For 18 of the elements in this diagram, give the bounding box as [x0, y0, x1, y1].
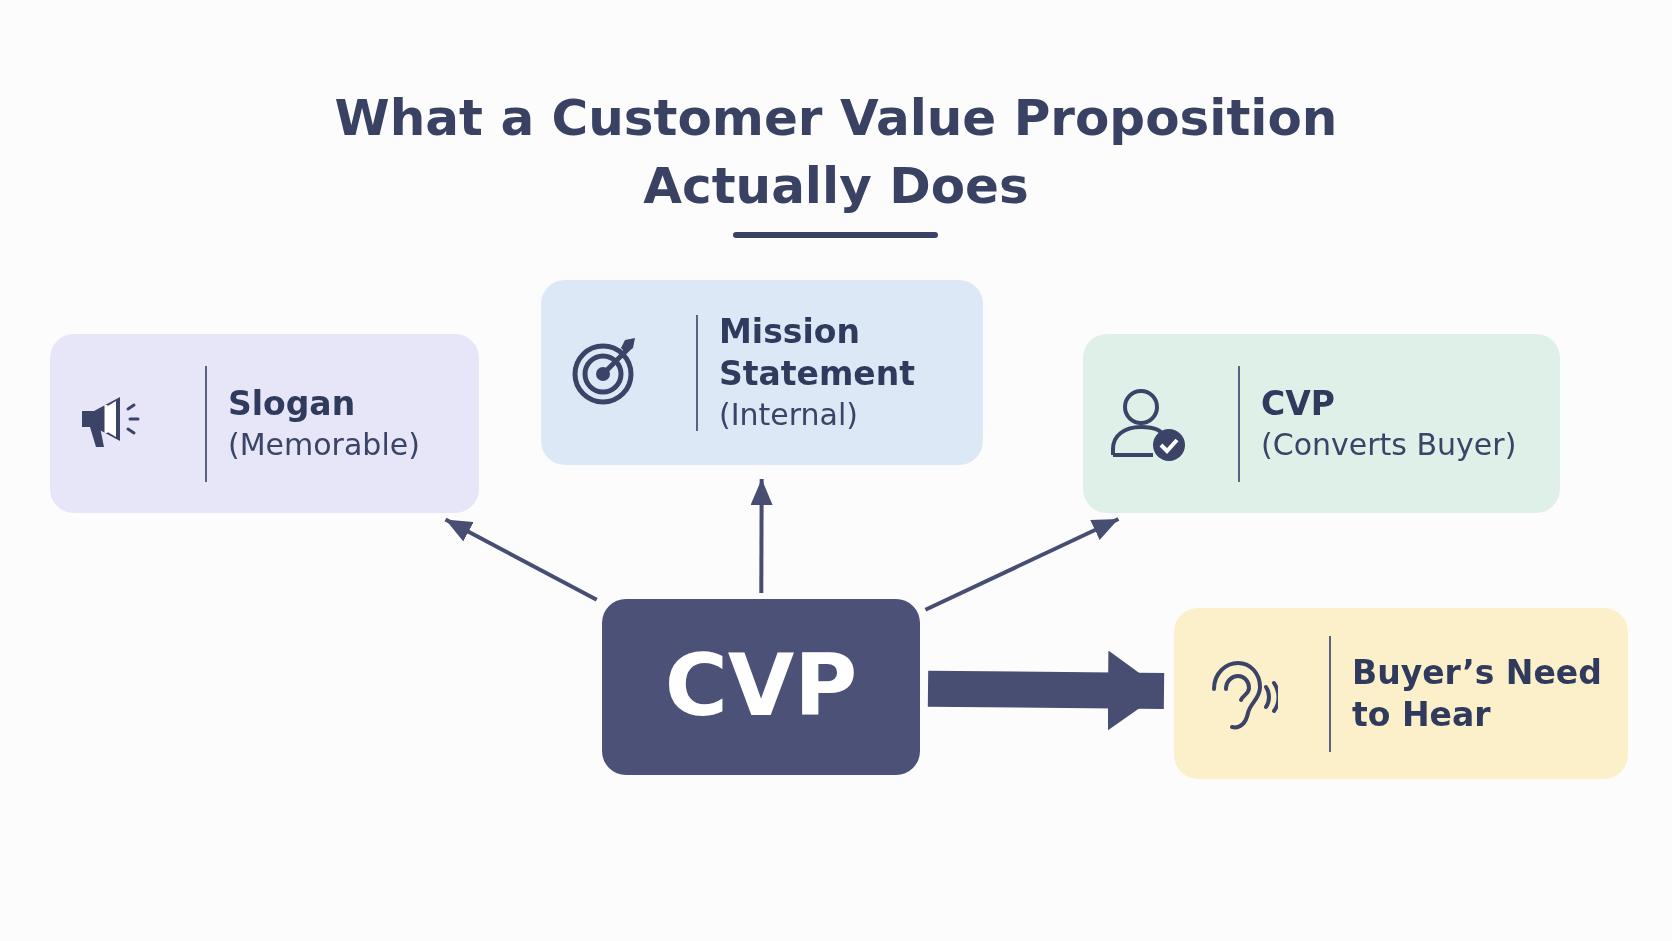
concept-card [50, 334, 479, 513]
card-subtitle: (Converts Buyer) [1261, 425, 1518, 464]
card-heading: Mission Statement [719, 310, 916, 395]
concept-card [1083, 334, 1560, 513]
node-label: CVP [663, 635, 859, 735]
arrow [444, 517, 598, 602]
title: What a Customer Value Proposition Actually Does [333, 88, 1339, 217]
card-heading: CVP [1261, 382, 1336, 425]
arrow [924, 517, 1120, 612]
card-subtitle: (Memorable) [228, 425, 421, 464]
central-node [602, 599, 920, 775]
card-subtitle: (Internal) [719, 395, 860, 434]
thick-arrow [927, 650, 1165, 731]
arrow [750, 479, 773, 593]
card-heading: Slogan [228, 382, 357, 425]
concept-card [541, 280, 983, 465]
card-heading: Buyer’s Need to Hear [1352, 651, 1603, 736]
concept-card [1174, 608, 1628, 779]
